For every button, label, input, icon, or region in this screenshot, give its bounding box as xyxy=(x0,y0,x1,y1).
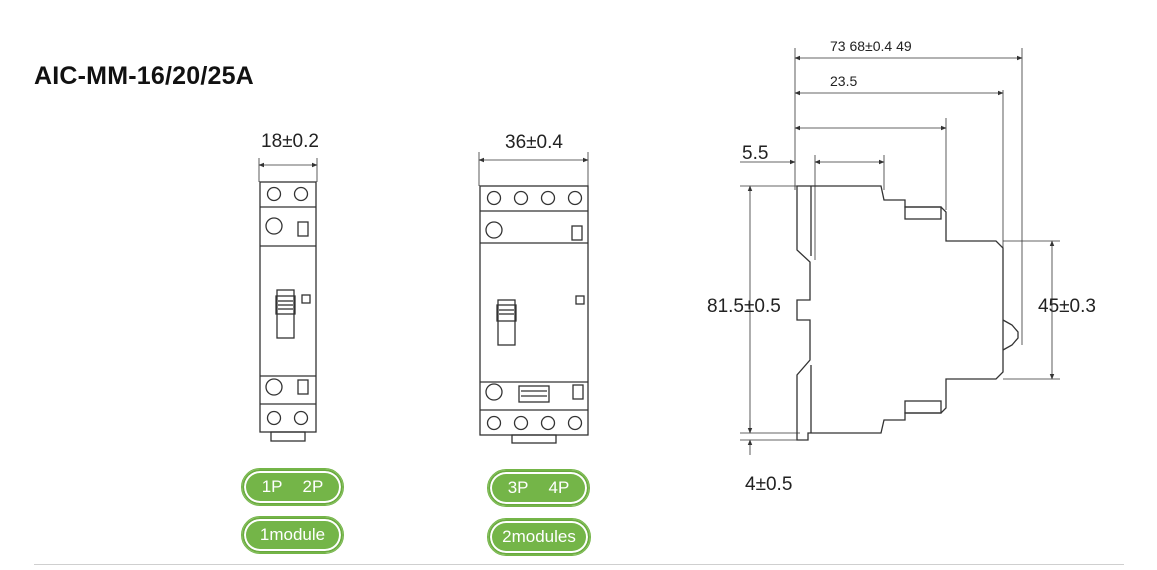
height-dim: 81.5±0.5 xyxy=(707,296,781,317)
product-title: AIC-MM-16/20/25A xyxy=(34,62,254,90)
front-view-1module xyxy=(258,158,318,442)
left-offset-dim: 5.5 xyxy=(742,143,768,164)
top-dim: 73 68±0.4 49 xyxy=(830,38,912,54)
poles-badge-2modules: 3P 4P xyxy=(487,469,590,507)
modules-badge-1module: 1module xyxy=(241,516,344,554)
pole-label-1p: 1P xyxy=(261,477,283,496)
poles-badge-1module: 1P 2P xyxy=(241,468,344,506)
pole-label-4p: 4P xyxy=(548,478,570,497)
bottom-dim: 4±0.5 xyxy=(745,474,792,495)
width-dim-1module: 18±0.2 xyxy=(261,131,319,152)
width-dim-2modules: 36±0.4 xyxy=(505,132,563,153)
divider xyxy=(34,564,1124,565)
front-view-2modules xyxy=(478,152,589,444)
side-view xyxy=(740,48,1060,455)
pole-label-2p: 2P xyxy=(302,477,324,496)
second-dim: 23.5 xyxy=(830,73,857,89)
modules-label-2: 2modules xyxy=(502,527,576,546)
modules-label-1: 1module xyxy=(259,525,326,544)
pole-label-3p: 3P xyxy=(507,478,529,497)
inner-height-dim: 45±0.3 xyxy=(1038,296,1096,317)
modules-badge-2modules: 2modules xyxy=(487,518,591,556)
